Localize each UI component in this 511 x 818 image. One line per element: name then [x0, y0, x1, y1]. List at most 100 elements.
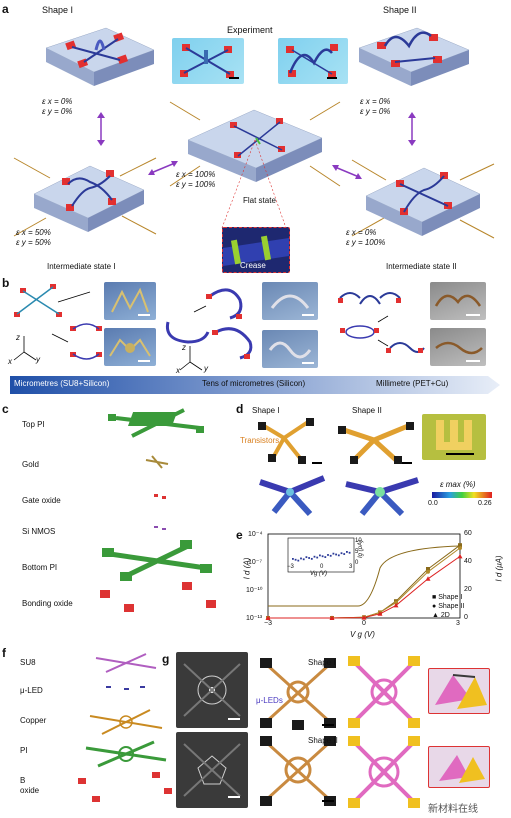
flat-strain-y: ε y = 100%: [176, 180, 216, 189]
shape1-block: [45, 27, 155, 86]
transistors-label: Transistors: [240, 436, 280, 445]
led-dark-photo-1: [176, 652, 248, 728]
scale-bar: [228, 796, 240, 798]
scale-bar: [322, 724, 334, 726]
inset-x-tick: 0: [320, 564, 324, 570]
inset-point: [329, 554, 332, 557]
micro-photo-1: [104, 282, 156, 320]
axis-z: z: [182, 343, 186, 352]
left-tick: 10⁻⁷: [248, 559, 263, 566]
transfer-curve-chart: [265, 533, 463, 620]
right-tick: 40: [464, 558, 472, 565]
intermediate1-strain-x: ε x = 50%: [16, 228, 51, 237]
scale-bar: [466, 360, 480, 362]
layer-label: Si NMOS: [22, 527, 56, 536]
flat-state-label: Flat state: [243, 196, 276, 205]
inset-point: [335, 553, 337, 556]
inset-point: [300, 557, 302, 560]
silicon-structures-diagram: [165, 288, 253, 371]
scale-bar: [322, 800, 334, 802]
led-simulation-shape1: [348, 656, 420, 728]
layer-label: SU8: [20, 658, 36, 667]
transition-arrow: [332, 165, 362, 179]
layer-label: Copper: [20, 716, 47, 725]
layer-label: Gold: [22, 460, 39, 469]
led-dark-photo-2: [176, 732, 248, 808]
inset-y-tick: 5: [355, 549, 359, 555]
shape1-label: Shape I: [42, 5, 74, 15]
millimetre-structures-diagram: [338, 292, 425, 353]
panel-e-letter: e: [236, 528, 243, 542]
panel-a-letter: a: [2, 2, 9, 16]
flat-strain-x: ε x = 100%: [176, 170, 216, 179]
left-tick: 10⁻¹⁰: [246, 587, 263, 594]
panel-b-letter: b: [2, 276, 10, 290]
layer-label: B: [20, 776, 26, 785]
scale-bar: [402, 462, 412, 464]
data-point: [457, 553, 463, 559]
shape1-strain-y: ε y = 0%: [42, 107, 73, 116]
colorbar-title: ε max (%): [440, 480, 476, 489]
transition-arrow: [408, 112, 416, 146]
data-point: [265, 615, 271, 620]
experiment-photo-2: [278, 38, 348, 84]
scale-bar: [446, 453, 474, 455]
inset-point: [316, 556, 319, 559]
colorbar-max: 0.26: [478, 500, 492, 507]
data-point: [329, 615, 335, 620]
shape1-label: Shape I: [252, 406, 280, 415]
crease-inset: [222, 227, 290, 273]
panel-d-letter: d: [236, 402, 244, 416]
led-zoom-inset-1: [428, 668, 490, 714]
intermediate1-label: Intermediate state I: [47, 262, 116, 271]
inset-point: [324, 556, 327, 558]
data-point: [426, 567, 430, 571]
silicon-photo-1: [262, 282, 318, 320]
shape2-device-photo: [338, 422, 414, 464]
shape1-strain-x: ε x = 0%: [42, 97, 73, 106]
flat-state-block: [169, 101, 341, 187]
transistor-closeup-photo: [422, 414, 486, 460]
inset-point: [297, 559, 300, 562]
layer-label: Bottom PI: [22, 563, 58, 572]
transistor-layer-stack: [100, 408, 216, 612]
data-point: [394, 600, 398, 605]
panel-c-letter: c: [2, 402, 9, 416]
inset-point: [346, 551, 348, 553]
axis-x: x: [176, 366, 180, 375]
shape1-device-photo: [258, 418, 314, 464]
scale-bar: [466, 314, 480, 316]
panel-g-letter: g: [162, 652, 170, 666]
crease-zoom-lines: [221, 139, 287, 229]
experiment-label: Experiment: [227, 25, 273, 35]
legend-2d: ▲ 2D: [432, 612, 450, 619]
layer-label: Bonding oxide: [22, 599, 73, 608]
inset-point: [340, 552, 343, 555]
x-tick: 0: [362, 620, 366, 627]
axis-z: z: [16, 333, 20, 342]
axis-x: x: [8, 357, 12, 366]
scale-bar: [302, 314, 314, 316]
left-tick: 10⁻¹³: [246, 615, 263, 622]
intermediate1-block: [13, 157, 157, 237]
data-point: [361, 615, 367, 620]
inset-point: [348, 551, 351, 554]
inset-x-tick: 3: [349, 564, 353, 570]
intermediate1-strain-y: ε y = 50%: [16, 238, 51, 247]
intermediate2-strain-y: ε y = 100%: [346, 238, 386, 247]
inset-point: [332, 552, 335, 555]
scale-bar: [229, 77, 239, 79]
experiment-photo-1: [172, 38, 244, 84]
shape2-block: [358, 27, 470, 86]
millimetre-photo-2: [430, 328, 486, 366]
intermediate2-strain-x: ε x = 0%: [346, 228, 377, 237]
led-zoom-inset-2: [428, 746, 490, 788]
x-tick: 3: [456, 620, 460, 627]
shape1-label: Shape I: [308, 658, 336, 667]
panel-f-letter: f: [2, 646, 6, 660]
legend-shape2: ● Shape II: [432, 603, 465, 610]
inset-y-tick: 10: [355, 538, 362, 544]
inset-point: [310, 557, 313, 560]
inset-point: [321, 555, 324, 558]
intermediate2-block: [351, 159, 495, 239]
